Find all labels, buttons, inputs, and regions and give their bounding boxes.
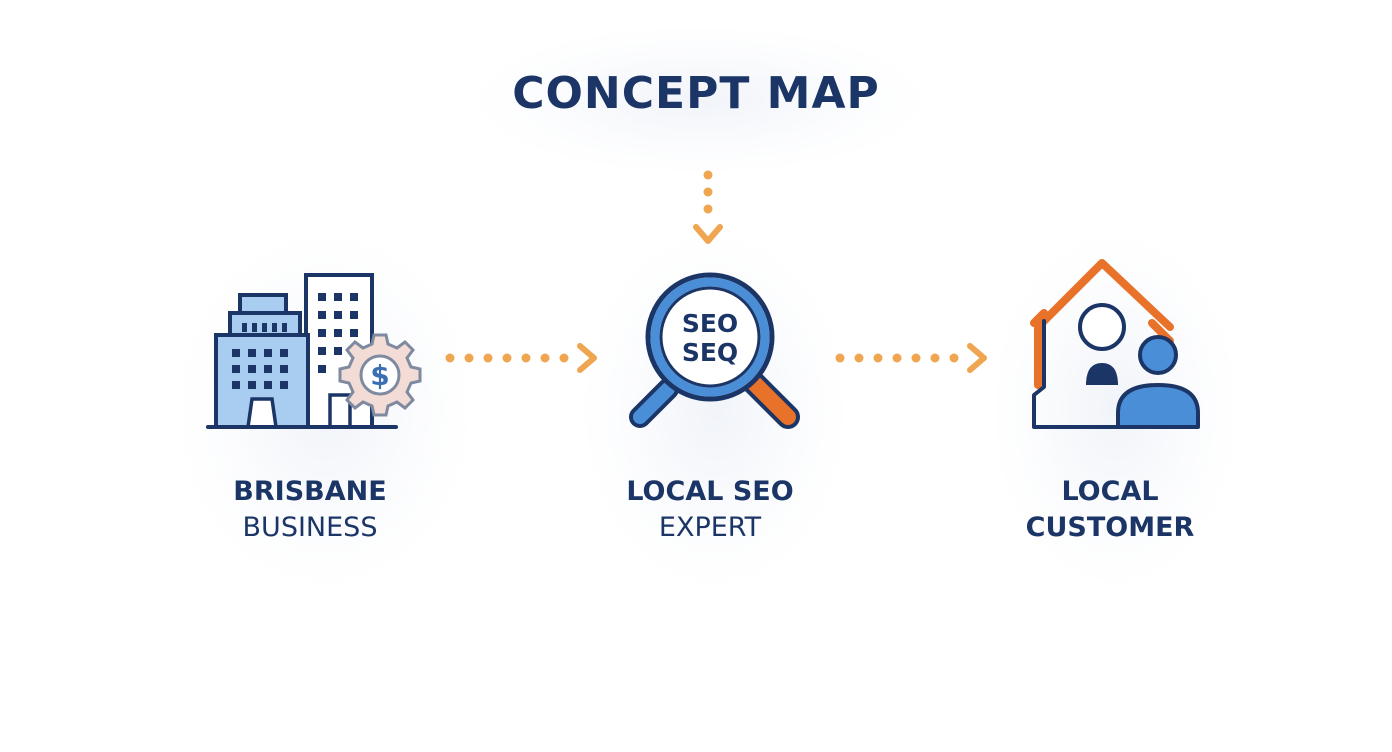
node-label-line2: EXPERT bbox=[658, 512, 762, 543]
node-label-line1: LOCAL SEO bbox=[626, 476, 794, 507]
node-label-line2: CUSTOMER bbox=[1025, 512, 1195, 543]
magnifier-text-top: SEO bbox=[682, 309, 738, 338]
house-people-icon bbox=[1030, 259, 1200, 429]
right-arrow-icon bbox=[445, 343, 597, 373]
node-label-brisbane-business: BRISBANE BUSINESS bbox=[180, 474, 440, 546]
office-buildings-icon: $ bbox=[206, 273, 422, 429]
node-label-line1: LOCAL bbox=[1061, 476, 1159, 507]
node-label-local-seo-expert: LOCAL SEO EXPERT bbox=[580, 474, 840, 546]
magnifying-glass-icon: SEO SEQ bbox=[629, 272, 800, 429]
node-label-line2: BUSINESS bbox=[242, 512, 378, 543]
magnifier-text-bottom: SEQ bbox=[682, 338, 738, 367]
gear-dollar-symbol: $ bbox=[370, 359, 389, 392]
page-title: CONCEPT MAP bbox=[512, 68, 880, 119]
node-label-line1: BRISBANE bbox=[233, 476, 387, 507]
node-label-local-customer: LOCAL CUSTOMER bbox=[980, 474, 1240, 546]
right-arrow-icon bbox=[835, 343, 987, 373]
down-arrow-icon bbox=[693, 170, 723, 244]
background-glow bbox=[470, 25, 930, 175]
